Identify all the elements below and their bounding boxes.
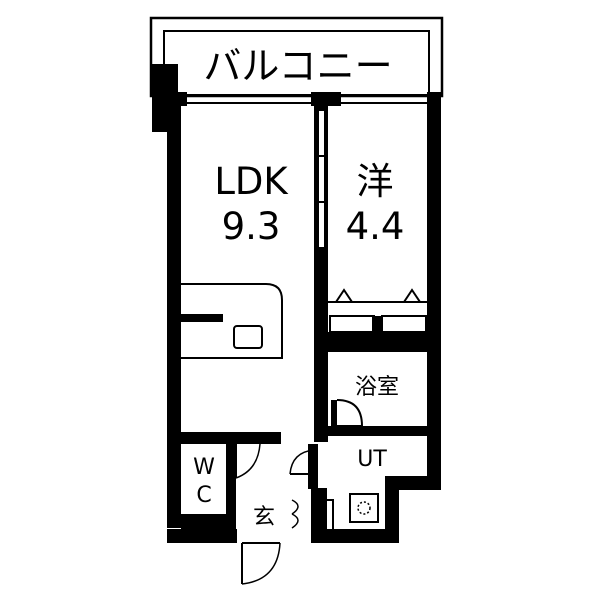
- left-wall: [167, 92, 181, 528]
- bath-bottom-wall: [328, 426, 427, 436]
- kitchen-sink: [233, 325, 263, 349]
- washer-pan: [349, 493, 379, 523]
- top-wall-mid: [311, 92, 341, 106]
- walls: [165, 92, 441, 543]
- closet: [328, 288, 427, 338]
- entrance-right-wall: [308, 444, 318, 489]
- toilet-label-c: C: [196, 483, 211, 508]
- top-windows: [187, 94, 427, 104]
- bottom-right-wall-down: [385, 476, 399, 543]
- bottom-left-wall: [167, 529, 237, 543]
- door-swings: [235, 443, 334, 585]
- sliding-partition: [317, 109, 326, 249]
- ldk-label: LDK: [214, 160, 289, 203]
- balcony-label: バルコニー: [203, 44, 392, 88]
- bathroom-door: [331, 399, 363, 427]
- western-room-size: 4.4: [346, 205, 405, 248]
- utility-label: UT: [357, 447, 387, 472]
- toilet-label-w: W: [193, 455, 215, 480]
- kitchen-counter: [181, 283, 283, 359]
- right-wall: [427, 92, 441, 490]
- bath-top-wall: [328, 342, 427, 352]
- bottom-wall: [311, 529, 399, 543]
- partition-ldk-western-lower: [314, 302, 328, 442]
- ldk-bottom-wall: [181, 432, 281, 444]
- wc-right-wall: [226, 444, 236, 529]
- entrance-label: 玄: [253, 505, 275, 530]
- wc-bottom-wall: [181, 514, 236, 529]
- bathroom-label: 浴室: [355, 375, 399, 400]
- ldk-size: 9.3: [222, 205, 281, 248]
- western-room-label: 洋: [357, 160, 394, 203]
